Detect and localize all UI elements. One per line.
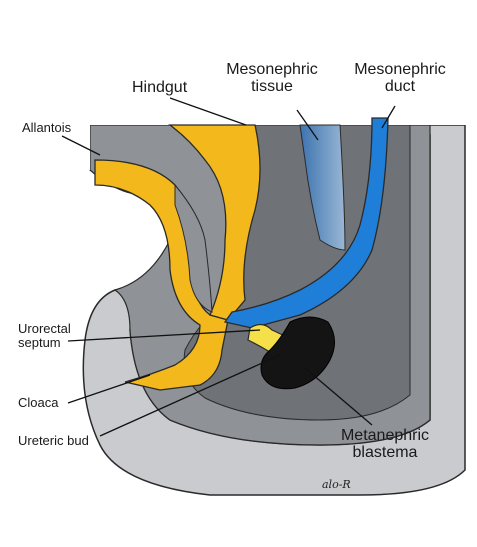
label-mesonephric-tissue-line2: tissue <box>222 79 322 96</box>
label-mesonephric-duct-line1: Mesonephric <box>350 62 450 79</box>
label-cloaca: Cloaca <box>18 396 58 410</box>
label-urorectal-septum: Urorectal septum <box>18 322 71 349</box>
label-urorectal-septum-line1: Urorectal <box>18 322 71 336</box>
label-ureteric-bud: Ureteric bud <box>18 434 89 448</box>
artist-signature: alo-R <box>322 478 351 491</box>
label-allantois: Allantois <box>22 121 71 135</box>
label-metanephric-blastema-line2: blastema <box>330 445 440 462</box>
label-urorectal-septum-line2: septum <box>18 336 71 350</box>
label-mesonephric-tissue-line1: Mesonephric <box>222 62 322 79</box>
label-hindgut: Hindgut <box>132 80 187 97</box>
label-metanephric-blastema: Metanephric blastema <box>330 428 440 462</box>
label-mesonephric-duct-line2: duct <box>350 79 450 96</box>
label-metanephric-blastema-line1: Metanephric <box>330 428 440 445</box>
label-mesonephric-duct: Mesonephric duct <box>350 62 450 96</box>
label-mesonephric-tissue: Mesonephric tissue <box>222 62 322 96</box>
